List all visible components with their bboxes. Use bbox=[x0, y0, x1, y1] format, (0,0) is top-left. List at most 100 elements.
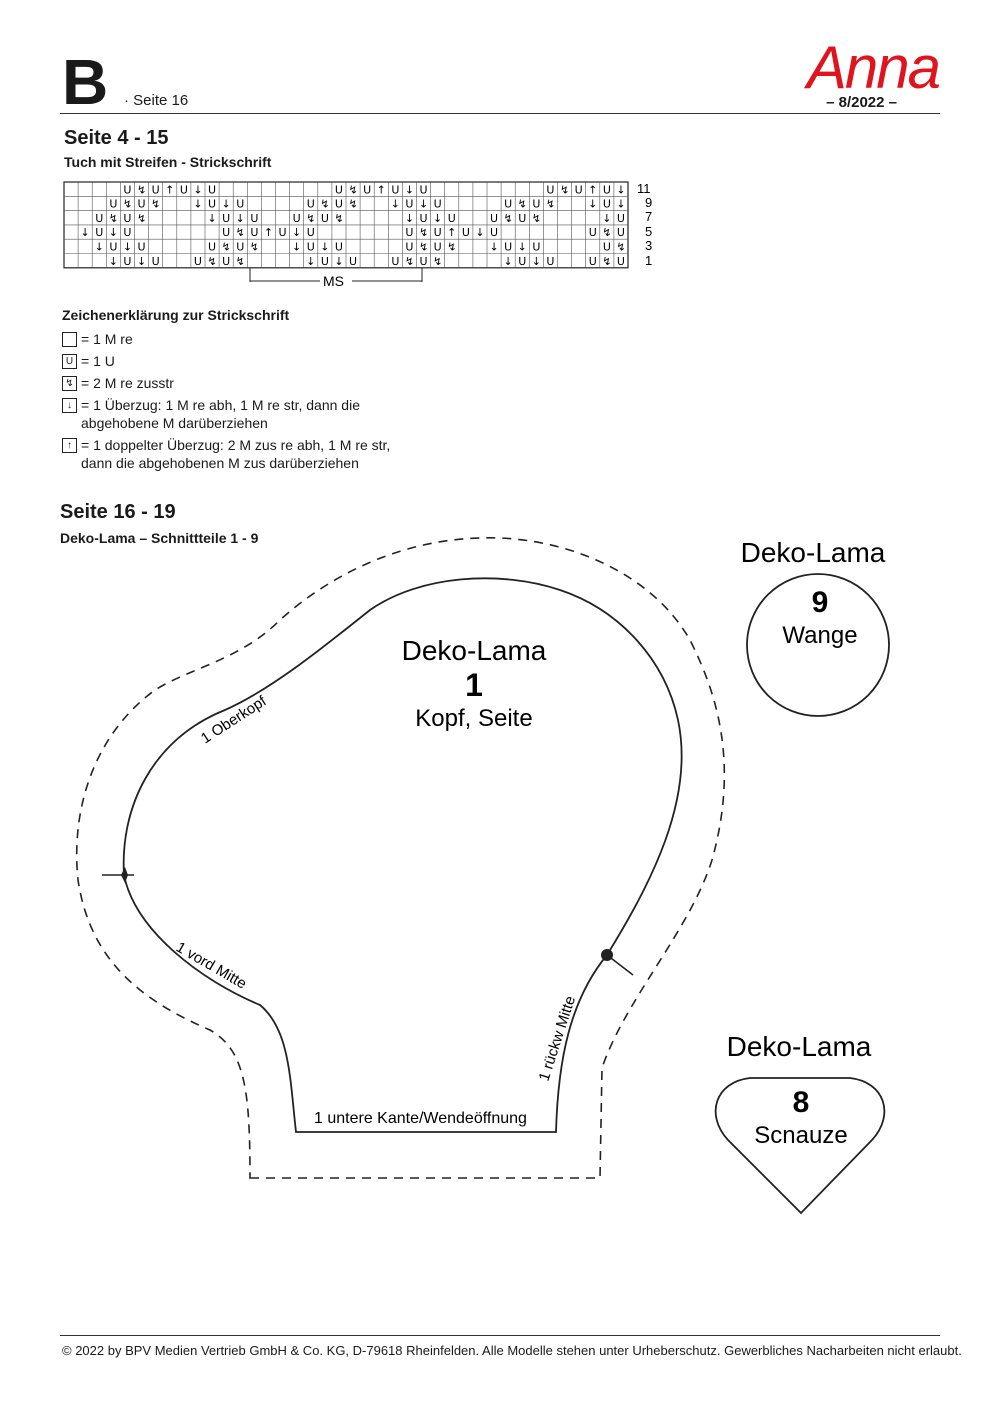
chart-symbol: ↓ bbox=[109, 255, 118, 268]
chart-symbol: ↯ bbox=[348, 198, 357, 211]
chart-symbol: U bbox=[335, 241, 343, 254]
chart-symbol: U bbox=[391, 183, 399, 196]
row-number: 9 bbox=[645, 195, 652, 210]
chart-symbol: ↯ bbox=[546, 198, 555, 211]
chart-symbol: ↓ bbox=[320, 241, 329, 254]
chart-symbol: U bbox=[208, 198, 216, 211]
chart-symbol: U bbox=[391, 255, 399, 268]
section-subtitle-knit: Tuch mit Streifen - Strickschrift bbox=[64, 154, 272, 170]
chart-symbol: ↓ bbox=[334, 255, 343, 268]
chart-symbol: ↯ bbox=[348, 183, 357, 196]
chart-symbol: ↯ bbox=[560, 183, 569, 196]
chart-symbol: U bbox=[279, 226, 287, 239]
piece9-number: 9 bbox=[812, 586, 829, 619]
chart-symbol: U bbox=[321, 255, 329, 268]
chart-symbol: ↑ bbox=[588, 183, 597, 196]
chart-symbol: ↓ bbox=[222, 198, 231, 211]
chart-symbol: U bbox=[546, 255, 554, 268]
piece8-name: Deko-Lama bbox=[727, 1031, 872, 1062]
chart-symbol: U bbox=[123, 212, 131, 225]
chart-symbol: U bbox=[434, 198, 442, 211]
chart-symbol: U bbox=[490, 212, 498, 225]
repeat-label: MS bbox=[323, 273, 344, 289]
chart-symbol: ↯ bbox=[532, 212, 541, 225]
chart-symbol: ↓ bbox=[109, 226, 118, 239]
chart-symbol: ↓ bbox=[292, 241, 301, 254]
legend-text: = 2 M re zusstr bbox=[81, 375, 174, 391]
chart-symbol: ↓ bbox=[95, 241, 104, 254]
legend-text: = 1 Überzug: 1 M re abh, 1 M re str, dan… bbox=[81, 397, 360, 431]
chart-symbol: ↯ bbox=[137, 212, 146, 225]
star-marker-icon bbox=[121, 867, 128, 883]
chart-symbol: ↯ bbox=[433, 255, 442, 268]
legend: Zeichenerklärung zur Strickschrift = 1 M… bbox=[62, 306, 411, 476]
chart-symbol: ↓ bbox=[489, 241, 498, 254]
chart-symbol: U bbox=[462, 226, 470, 239]
chart-symbol: ↯ bbox=[602, 255, 611, 268]
chart-symbol: ↯ bbox=[320, 198, 329, 211]
edge-label-oberkopf: 1 Oberkopf bbox=[198, 692, 270, 747]
chart-symbol: U bbox=[109, 241, 117, 254]
copyright-footer: © 2022 by BPV Medien Vertrieb GmbH & Co.… bbox=[62, 1343, 962, 1358]
chart-symbol: ↯ bbox=[306, 212, 315, 225]
chart-symbol: ↓ bbox=[137, 255, 146, 268]
chart-symbol: U bbox=[589, 255, 597, 268]
piece1-marker-line bbox=[606, 954, 634, 976]
chart-symbol: U bbox=[208, 183, 216, 196]
chart-symbol: U bbox=[293, 212, 301, 225]
row-number: 11 bbox=[637, 181, 651, 196]
chart-symbol: U bbox=[518, 212, 526, 225]
chart-symbol: U bbox=[532, 198, 540, 211]
chart-symbol: ↓ bbox=[405, 212, 414, 225]
chart-symbol: U bbox=[307, 198, 315, 211]
piece1-label: Kopf, Seite bbox=[415, 705, 532, 732]
legend-item: ↓ = 1 Überzug: 1 M re abh, 1 M re str, d… bbox=[62, 396, 411, 432]
legend-item: U = 1 U bbox=[62, 352, 411, 370]
chart-symbol: ↯ bbox=[236, 226, 245, 239]
piece9-outline bbox=[746, 573, 890, 717]
chart-symbol: U bbox=[603, 198, 611, 211]
chart-symbol: ↓ bbox=[81, 226, 90, 239]
chart-symbol: U bbox=[95, 226, 103, 239]
chart-symbol: ↯ bbox=[419, 226, 428, 239]
chart-symbol: U bbox=[123, 183, 131, 196]
chart-symbol: ↯ bbox=[419, 241, 428, 254]
chart-symbol: ↯ bbox=[109, 212, 118, 225]
chart-symbol: U bbox=[363, 183, 371, 196]
chart-symbol: U bbox=[617, 255, 625, 268]
chart-symbol: U bbox=[180, 183, 188, 196]
legend-title: Zeichenerklärung zur Strickschrift bbox=[62, 307, 290, 323]
chart-symbol: U bbox=[490, 226, 498, 239]
chart-symbol: ↯ bbox=[405, 255, 414, 268]
chart-symbol: ↓ bbox=[532, 255, 541, 268]
legend-text: = 1 doppelter Überzug: 2 M zus re abh, 1… bbox=[81, 437, 391, 471]
piece1-sewing-line bbox=[122, 577, 683, 1133]
edge-label-vord-mitte: 1 vord Mitte bbox=[173, 939, 249, 993]
chart-symbol: ↓ bbox=[207, 212, 216, 225]
chart-symbol: U bbox=[405, 241, 413, 254]
chart-symbol: U bbox=[420, 212, 428, 225]
chart-symbol: U bbox=[603, 183, 611, 196]
legend-text: = 1 U bbox=[81, 353, 115, 369]
ssk-icon: ↓ bbox=[62, 398, 77, 413]
chart-symbol: U bbox=[617, 226, 625, 239]
chart-symbol: U bbox=[138, 241, 146, 254]
chart-symbol: U bbox=[335, 183, 343, 196]
chart-symbol: ↓ bbox=[588, 198, 597, 211]
chart-symbol: U bbox=[420, 255, 428, 268]
chart-symbol: U bbox=[589, 226, 597, 239]
chart-symbol: ↯ bbox=[334, 212, 343, 225]
row-number: 3 bbox=[645, 238, 652, 253]
chart-symbol: ↯ bbox=[447, 241, 456, 254]
section-title-pattern: Seite 16 - 19 bbox=[60, 501, 176, 523]
chart-symbol: ↓ bbox=[616, 183, 625, 196]
chart-symbol: ↑ bbox=[447, 226, 456, 239]
chart-symbol: U bbox=[95, 212, 103, 225]
chart-symbol: ↯ bbox=[137, 183, 146, 196]
chart-symbol: U bbox=[138, 198, 146, 211]
chart-symbol: U bbox=[307, 241, 315, 254]
chart-symbol: U bbox=[349, 255, 357, 268]
edge-label-rueckw-mitte: 1 rückw Mitte bbox=[536, 994, 579, 1083]
chart-symbol: U bbox=[109, 198, 117, 211]
chart-symbol: U bbox=[546, 183, 554, 196]
